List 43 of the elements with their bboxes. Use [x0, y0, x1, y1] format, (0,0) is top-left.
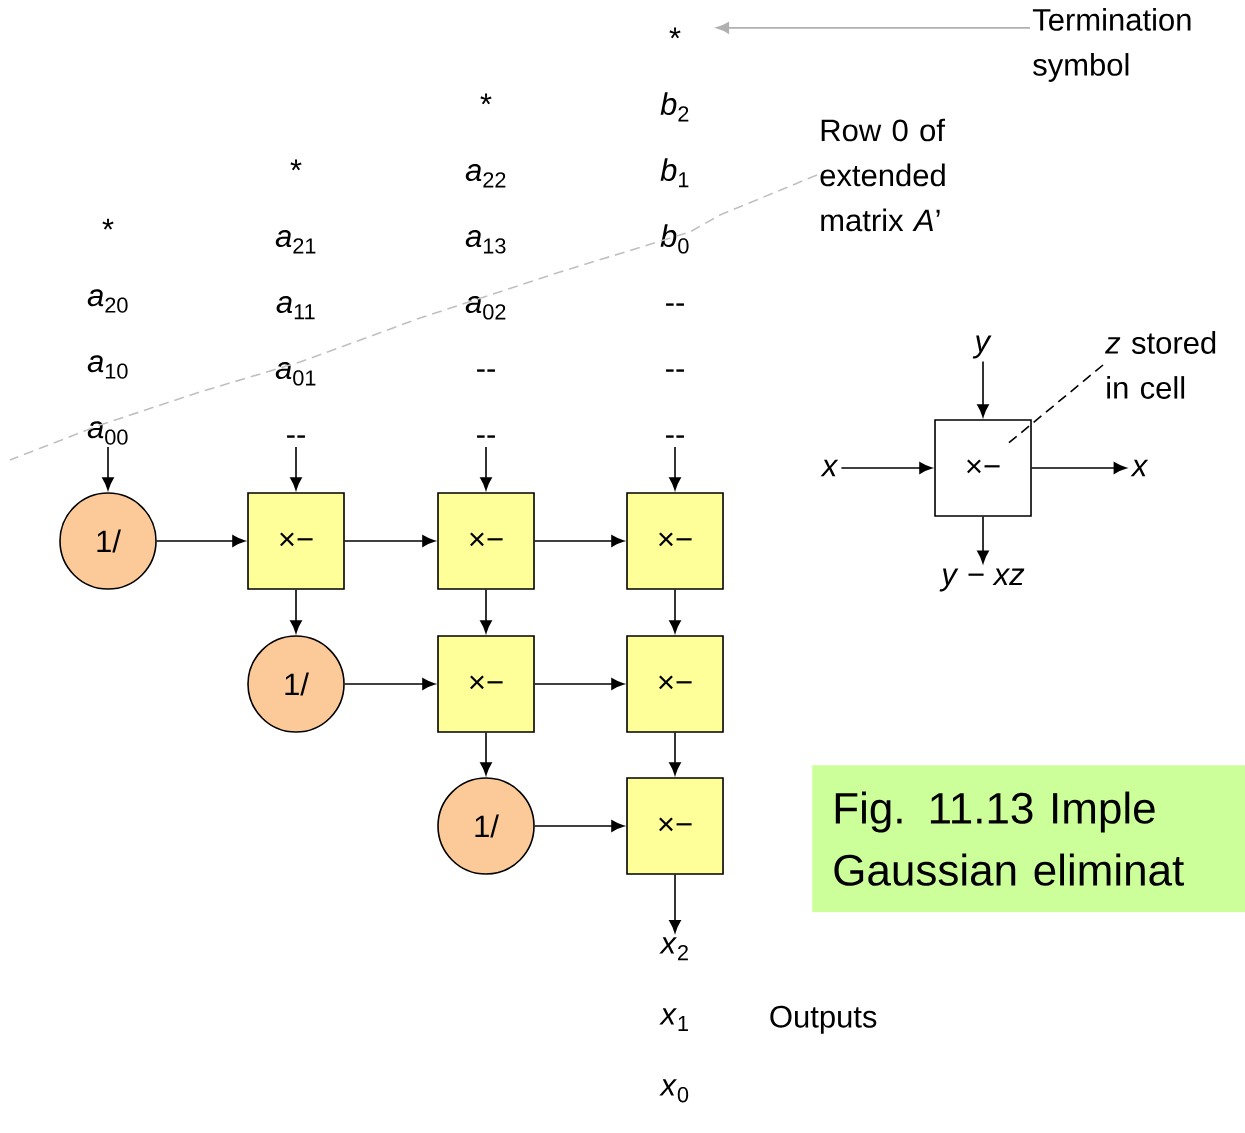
note-text: Termination symbol: [1032, 8, 1191, 82]
arrow: [534, 820, 625, 832]
arrow: [344, 678, 436, 690]
arrow: [480, 589, 492, 634]
arrow: [669, 446, 681, 491]
arrow: [290, 589, 302, 634]
arrow: [534, 678, 625, 690]
arrow: [290, 446, 302, 491]
arrow: [344, 535, 436, 547]
arrow: [480, 732, 492, 776]
arrow: [669, 732, 681, 776]
arrow: [1031, 462, 1127, 474]
input-stream: * a$_{22}$ a$_{13}$ a$_{02}$ -- --: [465, 93, 506, 438]
arrow: [977, 516, 989, 564]
arrow: [669, 589, 681, 634]
arrow: [480, 446, 492, 491]
input-stream: * a$_{21}$ a$_{11}$ a$_{01}$ --: [275, 159, 316, 438]
arrow: [977, 360, 989, 418]
note-text: Row 0 of extended matrix A’: [820, 118, 945, 232]
cell-box: ×−: [626, 777, 724, 875]
output-stream: x$_{2}$ x$_{1}$ x$_{0}$: [659, 937, 689, 1103]
arrow: [840, 462, 933, 474]
arrow: [716, 22, 1031, 34]
caption-box: Fig. 11.13 Imple Gaussian eliminat: [812, 765, 1245, 913]
signal-label: y: [972, 335, 992, 359]
arrow: [102, 446, 114, 491]
signal-label: x: [1130, 459, 1149, 477]
cell-box: ×−: [437, 492, 535, 590]
cell-box: ×−: [934, 419, 1032, 517]
arrow: [669, 874, 681, 933]
cell-box: ×−: [626, 635, 724, 733]
cell-box: ×−: [437, 635, 535, 733]
leader-line: [9, 174, 818, 461]
cell-box: ×−: [626, 492, 724, 590]
beside-label: Outputs: [770, 1005, 877, 1034]
arrow: [534, 535, 625, 547]
input-stream: * b$_{2}$ b$_{1}$ b$_{0}$ -- -- --: [660, 27, 689, 438]
note-text: z stored in cell: [1105, 331, 1216, 399]
cell-box: ×−: [247, 492, 345, 590]
signal-label: x: [820, 459, 839, 477]
input-stream: * a$_{20}$ a$_{10}$ a$_{00}$: [87, 218, 128, 445]
signal-label: y − xz: [939, 568, 1025, 592]
arrow: [156, 535, 246, 547]
